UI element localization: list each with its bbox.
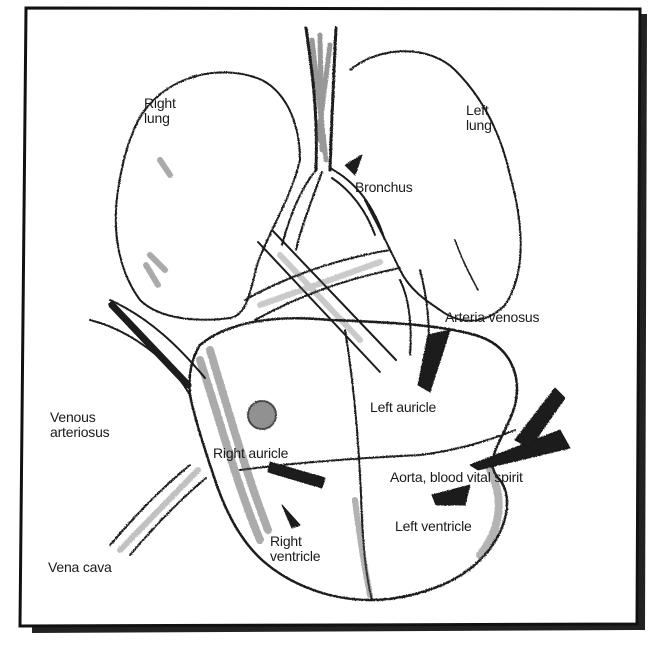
label-right-auricle: Right auricle bbox=[213, 446, 288, 461]
label-right-ventricle: Right ventricle bbox=[270, 534, 320, 564]
label-left-ventricle: Left ventricle bbox=[395, 519, 472, 534]
label-vena-cava: Vena cava bbox=[48, 560, 112, 575]
page-frame bbox=[20, 8, 640, 626]
label-right-ventricle-line2: ventricle bbox=[270, 549, 320, 564]
label-bronchus: Bronchus bbox=[355, 180, 413, 195]
label-left-auricle: Left auricle bbox=[370, 400, 436, 415]
label-venous-arteriosus: Venous arteriosus bbox=[50, 410, 109, 440]
label-right-lung-line1: Right bbox=[144, 96, 176, 111]
label-right-ventricle-line1: Right bbox=[270, 534, 320, 549]
label-arteria-venosus: Arteria venosus bbox=[445, 310, 539, 325]
label-right-lung: Right lung bbox=[144, 96, 176, 126]
label-left-lung-line1: Left bbox=[466, 103, 492, 118]
label-left-lung: Left lung bbox=[466, 103, 492, 133]
label-aorta: Aorta, blood vital spirit bbox=[390, 470, 523, 485]
label-venous-arteriosus-line1: Venous bbox=[50, 410, 109, 425]
label-right-lung-line2: lung bbox=[144, 111, 176, 126]
right-auricle-opening bbox=[248, 401, 276, 429]
label-left-lung-line2: lung bbox=[466, 118, 492, 133]
label-venous-arteriosus-line2: arteriosus bbox=[50, 425, 109, 440]
